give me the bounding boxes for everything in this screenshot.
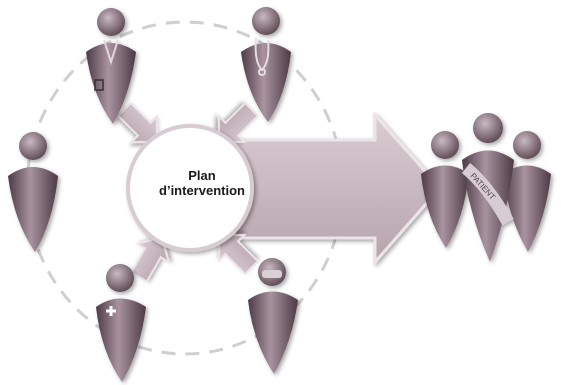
small-arrow-top-right bbox=[218, 101, 260, 143]
stethoscope-figure bbox=[241, 7, 291, 122]
surgical-mask-icon bbox=[262, 270, 282, 278]
nurse-cross-figure bbox=[96, 264, 146, 382]
doctor-coat-figure bbox=[86, 8, 136, 124]
patient-sash bbox=[461, 162, 514, 226]
patient-group: PATIENT bbox=[421, 113, 551, 262]
plain-figure bbox=[8, 132, 58, 252]
center-circle bbox=[126, 124, 254, 252]
small-arrow-bottom-left bbox=[129, 235, 171, 283]
center-label-line2: d’intervention bbox=[159, 183, 245, 198]
center-label-line1: Plan bbox=[188, 168, 216, 183]
small-arrow-top-left bbox=[116, 101, 158, 143]
medical-cross-icon bbox=[106, 306, 116, 316]
surgeon-mask-figure bbox=[248, 258, 298, 374]
center-label: Plan d’intervention bbox=[150, 168, 254, 198]
big-arrow-to-patients bbox=[233, 111, 443, 266]
